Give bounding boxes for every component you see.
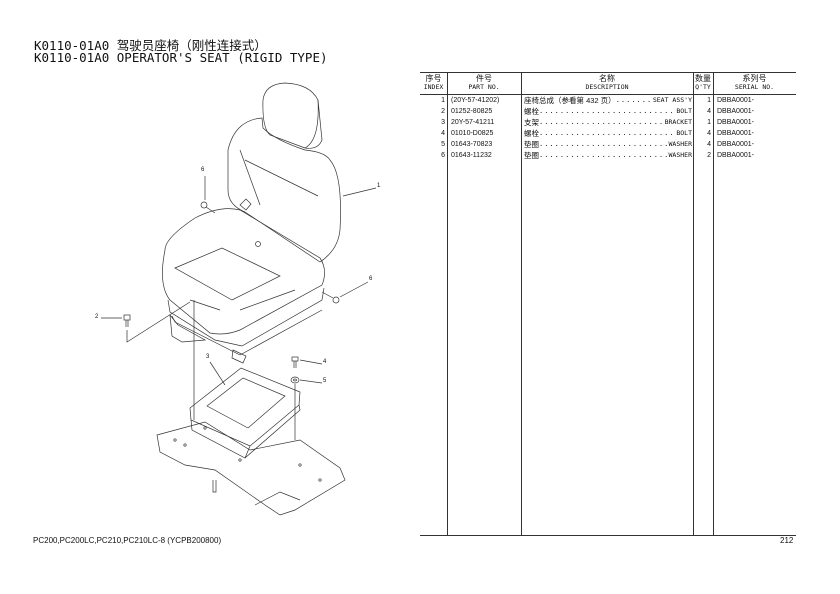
header-qty-en: Q'TY	[695, 83, 711, 91]
callout-2: 2	[95, 314, 99, 320]
row-desc-en: WASHER	[668, 140, 692, 148]
row-part-no: 01643-11232	[451, 152, 492, 159]
row-description: 螺栓......................................…	[524, 106, 692, 117]
row-index: 3	[441, 119, 445, 126]
row-serial: DBBA0001-	[717, 97, 754, 104]
row-index: 4	[441, 130, 445, 137]
row-index: 6	[441, 152, 445, 159]
row-description: 支架......................................…	[524, 117, 692, 128]
page-title-chinese: K0110-01A0 驾驶员座椅（刚性连接式）	[34, 38, 267, 53]
leader-dots: ........................................…	[539, 129, 676, 137]
header-qty-cn: 数量	[695, 74, 711, 83]
column-divider	[447, 73, 448, 535]
column-divider	[521, 73, 522, 535]
leader-dots: ........................................…	[615, 96, 653, 104]
row-part-no: 01643-70823	[451, 141, 493, 148]
table-row: 1 (20Y-57-41202) 座椅总成（参看第 432 页）..........…	[420, 95, 796, 106]
row-desc-en: BRACKET	[664, 118, 692, 126]
row-description: 垫圈......................................…	[524, 150, 692, 161]
table-row: 4 01010-D0825 螺栓..........................…	[420, 128, 796, 139]
row-part-no: 01010-D0825	[451, 130, 494, 137]
row-desc-cn: 支架	[524, 118, 539, 127]
row-index: 5	[441, 141, 445, 148]
row-serial: DBBA0001-	[717, 152, 754, 159]
header-index-cn: 序号	[425, 74, 442, 83]
header-desc-cn: 名称	[599, 74, 615, 83]
callout-3: 3	[206, 354, 210, 360]
row-desc-en: BOLT	[676, 107, 692, 115]
footer-models: PC200,PC200LC,PC210,PC210LC-8 (YCPB20080…	[33, 536, 222, 545]
row-part-no: 01252-80825	[451, 108, 493, 115]
header-desc-en: DESCRIPTION	[585, 83, 629, 91]
row-qty: 4	[707, 130, 711, 137]
leader-dots: ........................................…	[539, 140, 669, 148]
row-serial: DBBA0001-	[717, 108, 754, 115]
callout-6: 6	[369, 276, 373, 282]
column-divider	[713, 73, 714, 535]
row-qty: 2	[707, 152, 711, 159]
header-part-en: PART NO.	[468, 83, 500, 91]
column-divider	[693, 73, 694, 535]
leader-dots: ........................................…	[539, 151, 669, 159]
row-index: 2	[441, 108, 445, 115]
leader-dots: ........................................…	[539, 107, 676, 115]
row-description: 垫圈......................................…	[524, 139, 692, 150]
callout-5: 5	[323, 378, 327, 384]
row-desc-en: WASHER	[668, 151, 692, 159]
row-qty: 1	[707, 119, 711, 126]
row-desc-cn: 螺栓	[524, 129, 539, 138]
row-qty: 4	[707, 141, 711, 148]
row-serial: DBBA0001-	[717, 141, 754, 148]
callout-6: 6	[201, 167, 205, 173]
row-desc-cn: 螺栓	[524, 107, 539, 116]
row-description: 座椅总成（参看第 432 页）.........................…	[524, 95, 692, 106]
table-row: 2 01252-80825 螺栓..........................…	[420, 106, 796, 117]
header-serial-cn: 系列号	[742, 74, 767, 83]
header-index-en: INDEX	[423, 83, 444, 91]
row-part-no: 20Y-57-41211	[451, 119, 495, 126]
row-serial: DBBA0001-	[717, 130, 754, 137]
header-part-cn: 件号	[476, 74, 492, 83]
row-index: 1	[441, 97, 445, 104]
row-description: 螺栓......................................…	[524, 128, 692, 139]
table-row: 6 01643-11232 垫圈..........................…	[420, 150, 796, 161]
exploded-parts-diagram	[101, 82, 377, 516]
row-qty: 4	[707, 108, 711, 115]
callout-1: 1	[377, 183, 381, 189]
row-desc-cn: 垫圈	[524, 140, 539, 149]
row-serial: DBBA0001-	[717, 119, 754, 126]
row-desc-cn: 垫圈	[524, 151, 539, 160]
row-part-no: (20Y-57-41202)	[451, 97, 500, 104]
leader-dots: ........................................…	[539, 118, 665, 126]
row-desc-en: SEAT ASS'Y	[652, 96, 692, 104]
table-row: 3 20Y-57-41211 支架.........................…	[420, 117, 796, 128]
page-number: 212	[780, 536, 794, 545]
row-desc-cn: 座椅总成（参看第 432 页）	[524, 96, 616, 105]
row-desc-en: BOLT	[676, 129, 692, 137]
table-row: 5 01643-70823 垫圈..........................…	[420, 139, 796, 150]
header-serial-en: SERIAL NO.	[734, 83, 775, 91]
row-qty: 1	[707, 97, 711, 104]
callout-4: 4	[323, 359, 327, 365]
page-title-english: K0110-01A0 OPERATOR'S SEAT (RIGID TYPE)	[34, 50, 328, 65]
